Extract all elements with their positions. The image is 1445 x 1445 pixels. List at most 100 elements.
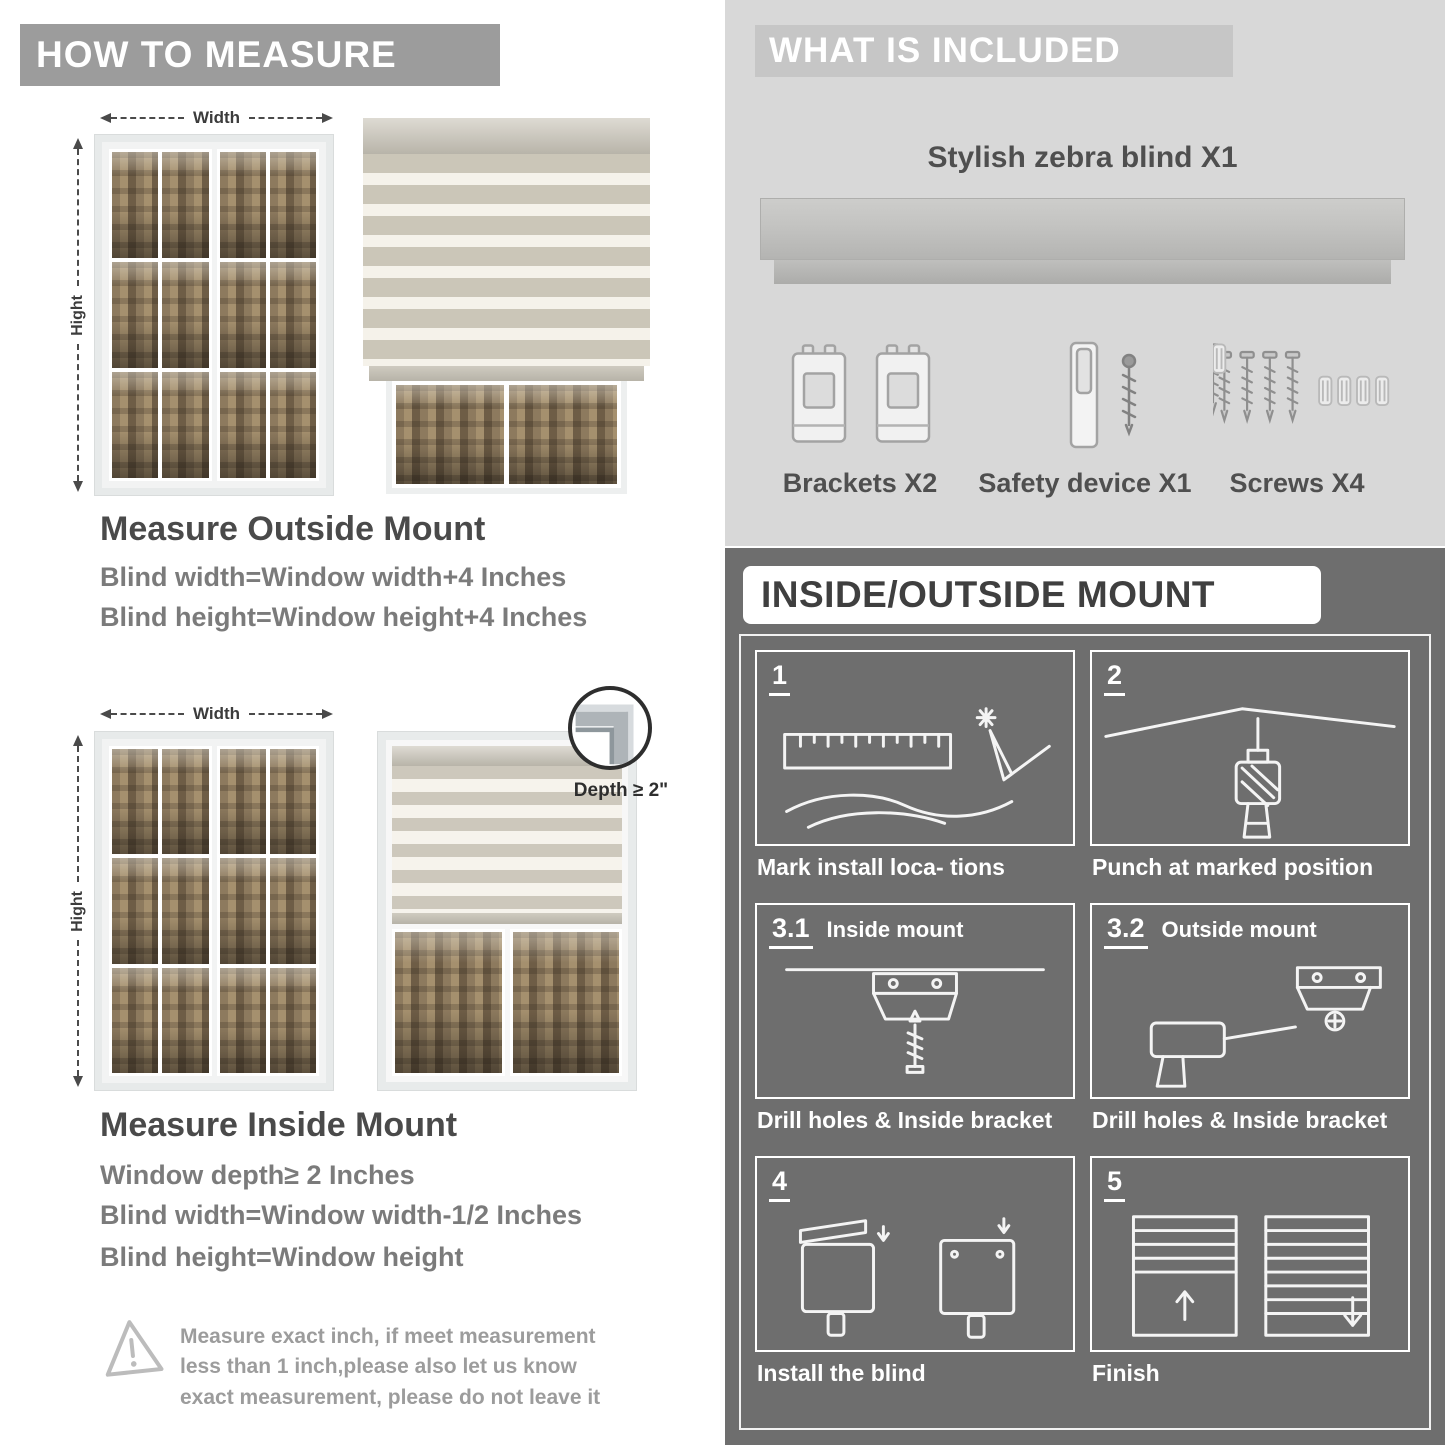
height-label: Hight	[69, 890, 86, 932]
glass-pane	[162, 967, 209, 1073]
glass-pane	[112, 749, 159, 855]
finish-illustration	[1131, 1215, 1370, 1337]
glass-pane	[269, 967, 316, 1073]
arrowhead-right-icon	[322, 709, 333, 719]
step-number: 2	[1104, 660, 1126, 696]
inside-bracket-illustration	[785, 968, 1045, 1074]
depth-callout-circle	[568, 686, 652, 770]
dashed-line	[111, 117, 184, 119]
step-label: Outside mount	[1161, 917, 1317, 942]
glass-pane	[162, 372, 209, 478]
glass-pane	[219, 749, 266, 855]
product-title: Stylish zebra blind X1	[927, 141, 1238, 174]
dashed-line	[77, 344, 79, 481]
zebra-blind-roll-product	[774, 260, 1391, 284]
brackets-icon	[791, 344, 931, 443]
dashed-line	[77, 746, 79, 882]
arrowhead-up-icon	[73, 735, 83, 746]
height-arrow-inside: Hight	[68, 735, 88, 1087]
glass-pane	[162, 262, 209, 368]
inside-height-formula: Blind height=Window height	[100, 1242, 464, 1272]
glass-pane	[219, 858, 266, 964]
step-number: 1	[769, 660, 791, 696]
inside-width-formula: Blind width=Window width-1/2 Inches	[100, 1200, 583, 1230]
step-head: 2	[1104, 660, 1139, 696]
mark-location-illustration	[783, 707, 1051, 829]
glass-pane	[112, 372, 159, 478]
step-caption-1: Mark install loca- tions	[757, 854, 1005, 880]
step-tile-1: 1	[755, 650, 1075, 846]
step-tile-5: 5	[1090, 1156, 1410, 1352]
install-blind-illustration	[798, 1217, 1016, 1339]
screws-icon	[1213, 343, 1390, 422]
steps-grid-frame	[739, 634, 1431, 1430]
width-arrow-outside: Width	[100, 108, 333, 128]
height-label: Hight	[69, 294, 86, 336]
blind-cassette	[363, 118, 650, 154]
step-head: 3.2 Outside mount	[1104, 913, 1317, 949]
window-illustration-outside	[95, 135, 333, 495]
glass-pane	[112, 152, 159, 258]
step-head: 4	[769, 1166, 804, 1202]
step-head: 1	[769, 660, 804, 696]
step-number: 5	[1104, 1166, 1126, 1202]
glass-pane	[112, 262, 159, 368]
brackets-label: Brackets X2	[782, 468, 938, 498]
inside-outside-mount-header: INSIDE/OUTSIDE MOUNT	[743, 566, 1321, 624]
safety-device-label: Safety device X1	[978, 468, 1192, 498]
outside-height-formula: Blind height=Window height+4 Inches	[100, 602, 588, 632]
zebra-blind-outside-mount	[363, 118, 650, 498]
glass-pane	[269, 749, 316, 855]
step-caption-2: Punch at marked position	[1092, 854, 1374, 880]
zebra-blind-cassette-product	[760, 198, 1405, 260]
what-is-included-header: WHAT IS INCLUDED	[755, 25, 1233, 77]
inside-depth-formula: Window depth≥ 2 Inches	[100, 1160, 415, 1190]
window-sash	[109, 746, 212, 1076]
inside-mount-title: Measure Inside Mount	[100, 1106, 458, 1144]
window-sash	[216, 746, 319, 1076]
safety-device-icon	[1069, 341, 1137, 449]
blind-bottom-rail	[392, 913, 622, 925]
screws-label: Screws X4	[1229, 468, 1365, 498]
glass-pane	[112, 967, 159, 1073]
zebra-blind-inside-mount	[378, 732, 636, 1090]
step-tile-2: 2	[1090, 650, 1410, 846]
inside-outside-mount-section: INSIDE/OUTSIDE MOUNT 1 2	[725, 548, 1445, 1445]
glass-pane	[269, 262, 316, 368]
dashed-line	[249, 713, 322, 715]
arrowhead-up-icon	[73, 138, 83, 149]
step-tile-3-1: 3.1 Inside mount	[755, 903, 1075, 1099]
blind-bottom-rail	[368, 366, 645, 381]
arrowhead-down-icon	[73, 1076, 83, 1087]
glass-pane	[392, 929, 505, 1076]
arrowhead-right-icon	[322, 113, 333, 123]
blind-stripes	[392, 766, 622, 914]
outside-mount-title: Measure Outside Mount	[100, 510, 486, 548]
step-number: 3.2	[1104, 913, 1148, 949]
outside-bracket-illustration	[1149, 966, 1382, 1088]
glass-pane	[269, 152, 316, 258]
step-tile-4: 4	[755, 1156, 1075, 1352]
blind-stripes	[363, 154, 650, 366]
step-tile-3-2: 3.2 Outside mount	[1090, 903, 1410, 1099]
dashed-line	[77, 940, 79, 1076]
arrowhead-left-icon	[100, 113, 111, 123]
what-is-included-section: WHAT IS INCLUDED Stylish zebra blind X1	[725, 0, 1445, 546]
step-head: 3.1 Inside mount	[769, 913, 963, 949]
drill-illustration	[1104, 707, 1396, 839]
step-label: Inside mount	[826, 917, 964, 942]
arrowhead-left-icon	[100, 709, 111, 719]
step-caption-5: Finish	[1092, 1360, 1160, 1386]
step-number: 4	[769, 1166, 791, 1202]
arrowhead-down-icon	[73, 481, 83, 492]
step-caption-3-2: Drill holes & Inside bracket	[1092, 1107, 1388, 1133]
frame-corner-zoom-icon	[575, 704, 634, 765]
glass-pane	[395, 385, 504, 484]
glass-pane	[269, 858, 316, 964]
depth-label: Depth ≥ 2"	[573, 780, 669, 801]
glass-pane	[509, 385, 618, 484]
window-illustration-inside	[95, 732, 333, 1090]
glass-pane	[112, 858, 159, 964]
width-label: Width	[192, 108, 241, 127]
